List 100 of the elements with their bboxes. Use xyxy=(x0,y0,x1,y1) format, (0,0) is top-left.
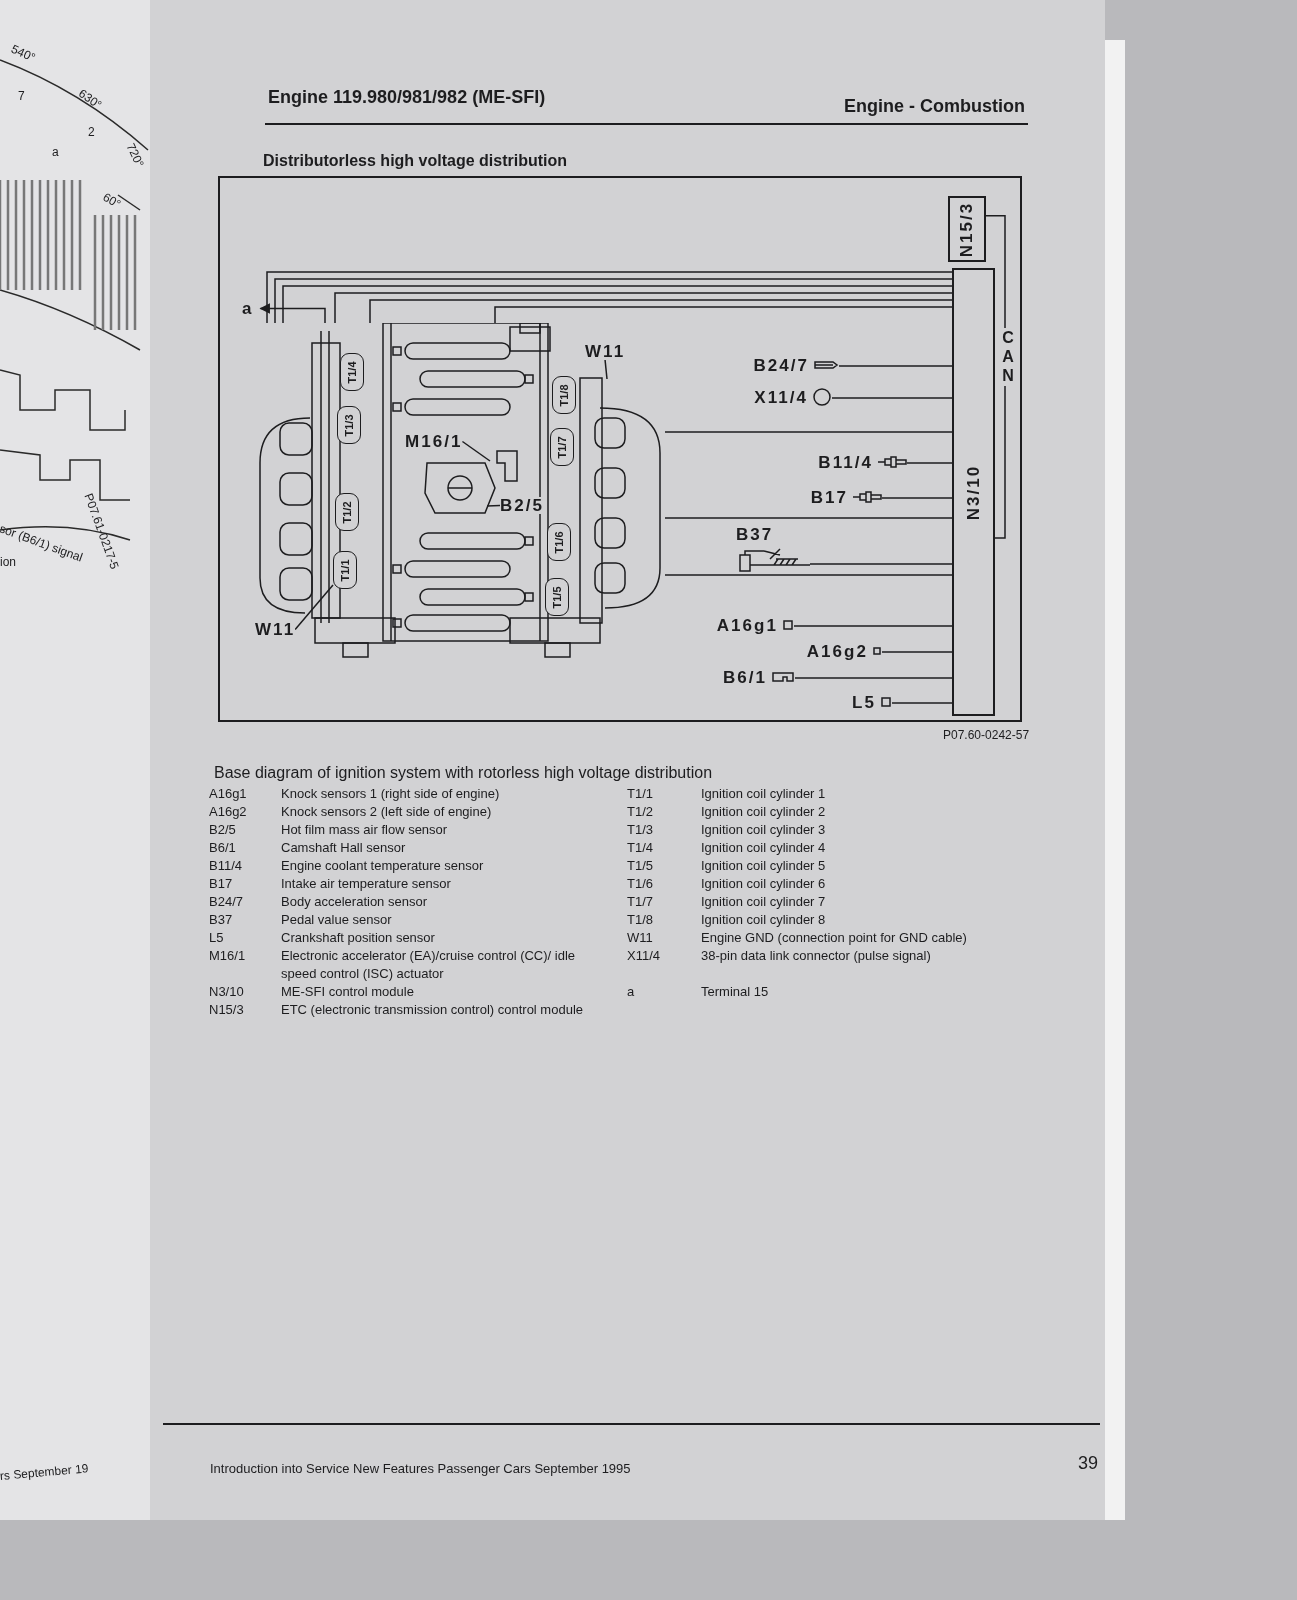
page-fragment-text: rs September 19 xyxy=(0,1462,89,1482)
legend-description: Pedal value sensor xyxy=(281,911,393,929)
wire xyxy=(831,397,953,399)
legend-description: Knock sensors 2 (left side of engine) xyxy=(281,803,493,821)
part-label: M16/1 xyxy=(405,433,463,450)
legend-description: Engine GND (connection point for GND cable) xyxy=(701,929,968,947)
legend-description: Ignition coil cylinder 1 xyxy=(701,785,827,803)
wire xyxy=(891,702,953,704)
ignition-coil xyxy=(552,376,576,414)
legend-description: Ignition coil cylinder 5 xyxy=(701,857,827,875)
legend-code: B24/7 xyxy=(208,893,244,911)
wire xyxy=(881,651,953,653)
legend-description: Knock sensors 1 (right side of engine) xyxy=(281,785,501,803)
legend-description: Ignition coil cylinder 6 xyxy=(701,875,827,893)
leader-line xyxy=(604,359,608,380)
legend-code: N3/10 xyxy=(208,983,245,1001)
legend-code: T1/8 xyxy=(626,911,654,929)
page-fragment-text: 630° xyxy=(76,87,104,112)
legend-description: Camshaft Hall sensor xyxy=(281,839,407,857)
legend-code: B17 xyxy=(208,875,234,893)
part-label: W11 xyxy=(585,343,626,360)
wire xyxy=(809,563,953,565)
component-label: B11/4 xyxy=(818,453,873,471)
wire xyxy=(282,285,953,324)
legend-description: Crankshaft position sensor xyxy=(281,929,436,947)
part-label: W11 xyxy=(255,621,296,638)
legend-description: Ignition coil cylinder 3 xyxy=(701,821,827,839)
page-fragment-text: 540° xyxy=(9,42,38,64)
wire xyxy=(664,517,953,519)
arrow xyxy=(259,303,326,324)
wire xyxy=(664,574,953,576)
legend-code: A16g2 xyxy=(208,803,248,821)
part-label: a xyxy=(242,300,254,317)
component-label: B37 xyxy=(736,526,774,543)
page-fragment-text: 7 xyxy=(18,90,25,102)
leader-line xyxy=(294,584,334,631)
legend-code: M16/1 xyxy=(208,947,247,965)
wire xyxy=(794,677,953,679)
legend-description: Intake air temperature sensor xyxy=(281,875,452,893)
module-label: N15/3 xyxy=(958,201,976,257)
ignition-coil xyxy=(545,578,569,616)
component-label: X11/4 xyxy=(754,388,808,406)
legend-description: Engine coolant temperature sensor xyxy=(281,857,485,875)
component-label: L5 xyxy=(852,693,876,711)
wire xyxy=(838,365,953,367)
wire xyxy=(881,497,953,499)
page-fragment-text: a xyxy=(52,146,59,158)
page-fragment-text: ion xyxy=(0,556,16,568)
legend-description: Ignition coil cylinder 8 xyxy=(701,911,827,929)
component-label: B24/7 xyxy=(753,356,809,374)
wire xyxy=(334,292,953,324)
wire xyxy=(369,299,953,324)
ignition-coil xyxy=(337,406,361,444)
legend-code: N15/3 xyxy=(208,1001,245,1019)
coil-label: T1/1 xyxy=(339,559,351,581)
ignition-coil xyxy=(335,493,359,531)
page-number: 39 xyxy=(1078,1452,1099,1475)
legend-code: T1/2 xyxy=(626,803,654,821)
component-label: A16g2 xyxy=(806,642,868,660)
edge-label: CAN xyxy=(1000,328,1016,386)
legend-code: B37 xyxy=(208,911,234,929)
legend-description: Ignition coil cylinder 4 xyxy=(701,839,827,857)
component-label: A16g1 xyxy=(716,616,778,634)
coil-label: T1/8 xyxy=(558,384,570,406)
header-section: Engine - Combustion xyxy=(844,93,1025,120)
legend-code: W11 xyxy=(626,929,654,947)
coil-label: T1/5 xyxy=(551,586,563,608)
control-module-box xyxy=(952,268,995,716)
legend-code: B11/4 xyxy=(208,857,243,875)
ignition-coil xyxy=(340,353,364,391)
coil-label: T1/4 xyxy=(346,361,358,383)
legend-code: A16g1 xyxy=(208,785,248,803)
page-fragment-text: 60° xyxy=(101,190,123,211)
legend-description: ME-SFI control module xyxy=(281,983,415,1001)
wire xyxy=(793,625,953,627)
legend-code: T1/6 xyxy=(626,875,654,893)
page-fragment-text: 720° xyxy=(124,141,146,170)
part-label: B2/5 xyxy=(500,497,545,514)
legend-code: T1/1 xyxy=(626,785,654,803)
legend-code: X11/4 xyxy=(626,947,661,965)
wire xyxy=(494,306,953,324)
legend-description: Body acceleration sensor xyxy=(281,893,428,911)
legend-description: Terminal 15 xyxy=(701,983,770,1001)
legend-code: T1/4 xyxy=(626,839,654,857)
legend-code: T1/7 xyxy=(626,893,654,911)
footer-text: Introduction into Service New Features Passenger Cars September 1995 xyxy=(210,1460,631,1478)
figure-caption: Base diagram of ignition system with rotorless high voltage distribution xyxy=(214,763,713,783)
wire xyxy=(906,462,953,464)
legend-code: B2/5 xyxy=(208,821,237,839)
legend-description: 38-pin data link connector (pulse signal) xyxy=(701,947,932,965)
figure-code: P07.60-0242-57 xyxy=(943,727,1030,744)
legend-code: T1/5 xyxy=(626,857,654,875)
page-fragment-text: 2 xyxy=(88,126,95,138)
legend-code: L5 xyxy=(208,929,225,947)
legend-code: T1/3 xyxy=(626,821,654,839)
ignition-coil xyxy=(333,551,357,589)
coil-label: T1/3 xyxy=(343,414,355,436)
coil-label: T1/7 xyxy=(556,436,568,458)
module-label: N3/10 xyxy=(965,464,982,520)
control-module-box xyxy=(948,196,986,262)
